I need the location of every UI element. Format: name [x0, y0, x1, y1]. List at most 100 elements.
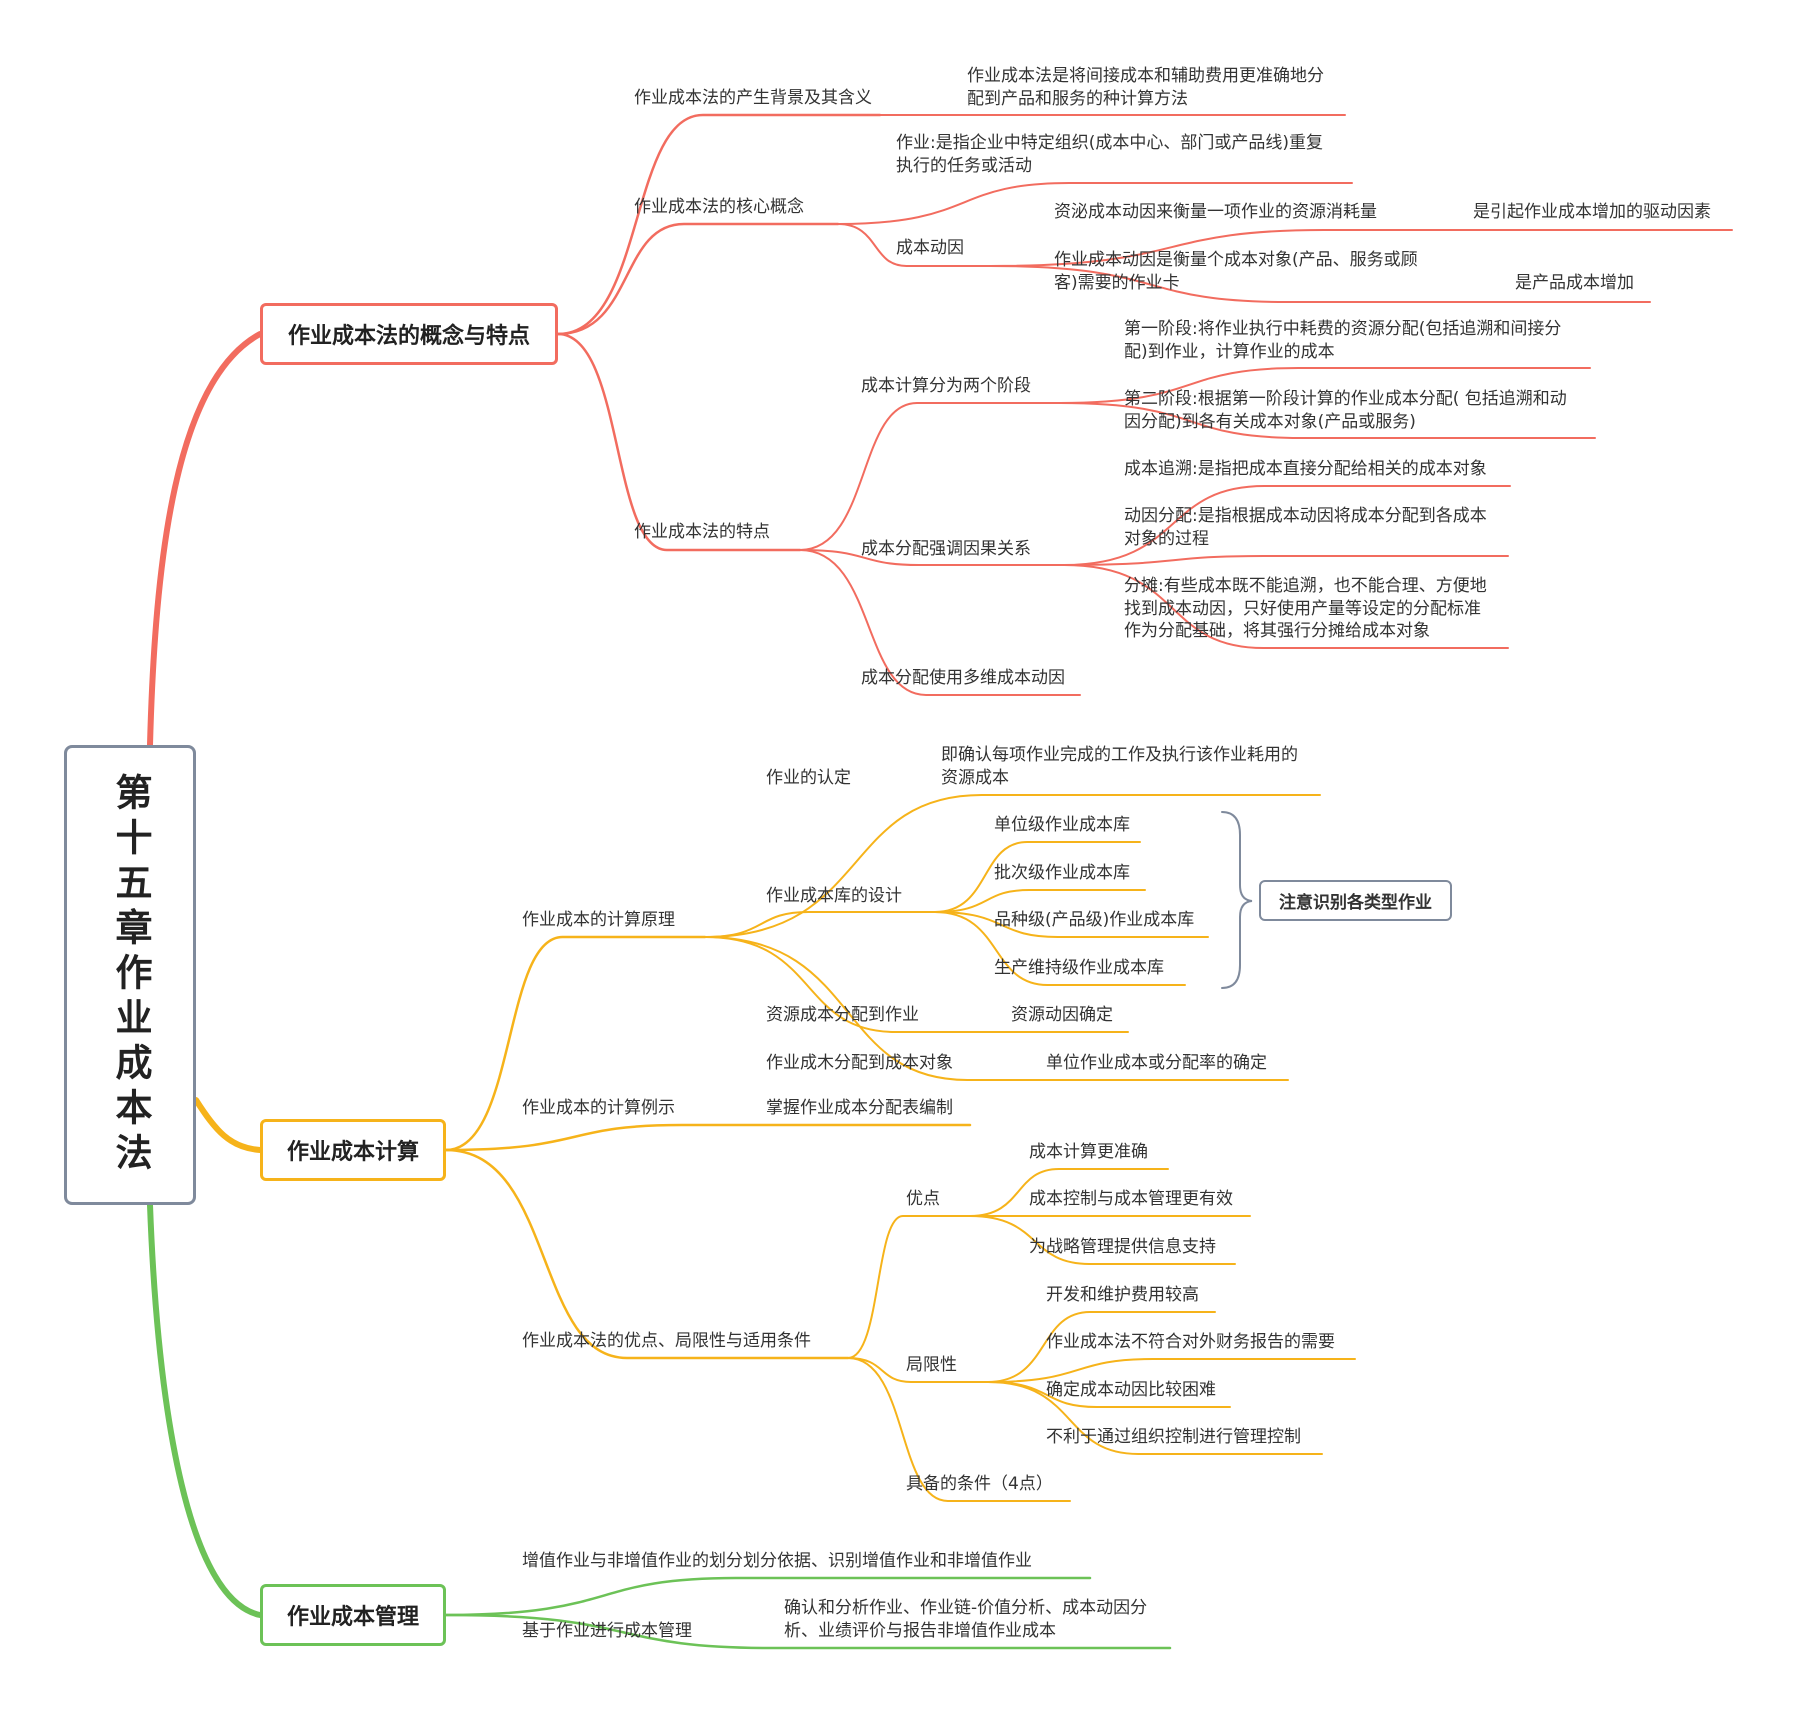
driver-allocation-line1: 动因分配:是指根据成本动因将成本分配到各成本	[1124, 506, 1487, 526]
conditions-label[interactable]: 具备的条件（4点）	[906, 1474, 1053, 1494]
to-lim-2	[987, 1358, 1356, 1383]
to-driver-alloc	[1063, 555, 1509, 566]
activity-driver-note: 是产品成本增加	[1515, 273, 1634, 293]
limitations-label[interactable]: 局限性	[906, 1355, 957, 1375]
root-topic-title: 第十五章作业成本法	[109, 772, 152, 1178]
activity-def-line2: 执行的任务或活动	[896, 156, 1032, 176]
to-activity-def	[837, 182, 1353, 225]
to-lim-4	[987, 1381, 1323, 1455]
limitation-4: 不利于通过组织控制进行管理控制	[1046, 1427, 1301, 1447]
to-resource-activity	[704, 936, 1129, 1033]
to-stage2	[1059, 402, 1596, 439]
tracing-text: 成本追溯:是指把成本直接分配给相关的成本对象	[1124, 459, 1487, 479]
cost-driver-label[interactable]: 成本动因	[896, 238, 964, 258]
advantage-1: 成本计算更准确	[1029, 1142, 1148, 1162]
stage1-line1: 第一阶段:将作业执行中耗费的资源分配(包括追溯和间接分	[1124, 319, 1562, 339]
resource-driver-note: 是引起作业成本增加的驱动因素	[1473, 202, 1711, 222]
to-stage1	[1059, 367, 1591, 404]
limitation-3: 确定成本动因比较困难	[1046, 1380, 1216, 1400]
activity-based-mgmt-branch[interactable]: 基于作业进行成本管理	[522, 1621, 692, 1641]
activity-to-object-label[interactable]: 作业成木分配到成本对象	[766, 1053, 953, 1073]
to-features	[556, 332, 802, 552]
pool-sustaining: 生产维持级作业成本库	[994, 958, 1164, 978]
topic-management[interactable]: 作业成本管理	[260, 1584, 446, 1646]
branch-core-concepts-label[interactable]: 作业成本法的核心概念	[634, 197, 804, 217]
topic-management-title: 作业成本管理	[286, 1605, 419, 1630]
advantage-2: 成本控制与成本管理更有效	[1029, 1189, 1233, 1209]
unit-rate-determine: 单位作业成本或分配率的确定	[1046, 1053, 1267, 1073]
branch-pros-cons-label[interactable]: 作业成本法的优点、局限性与适用条件	[522, 1331, 811, 1351]
to-causality	[799, 549, 1065, 566]
background-desc-line1: 作业成本法是将间接成本和辅助费用更准确地分	[967, 66, 1324, 86]
value-added-branch[interactable]: 增值作业与非增值作业的划分划分依据、识别增值作业和非增值作业	[522, 1551, 1032, 1571]
root-to-calc	[193, 1097, 263, 1153]
abm-desc-line2: 析、业绩评价与报告非增值作业成本	[784, 1621, 1056, 1641]
to-pool-product	[934, 911, 1209, 938]
apportion-line2: 找到成本动因，只好使用产量等设定的分配标准	[1124, 599, 1481, 619]
branch-features-label[interactable]: 作业成本法的特点	[634, 522, 770, 542]
to-lim-1	[987, 1311, 1216, 1383]
topic-calculation[interactable]: 作业成本计算	[260, 1119, 446, 1181]
to-pool-unit	[934, 841, 1141, 913]
activity-driver-line1: 作业成本动因是衡量个成本对象(产品、服务或顾	[1054, 250, 1418, 270]
causality-label[interactable]: 成本分配强调因果关系	[861, 539, 1031, 559]
note-identify-types[interactable]: 注意识别各类型作业	[1259, 880, 1452, 921]
to-apportion	[1063, 564, 1509, 649]
advantages-label[interactable]: 优点	[906, 1189, 940, 1209]
resource-to-activity-label[interactable]: 资源成本分配到作业	[766, 1005, 919, 1025]
root-to-concept	[147, 331, 263, 748]
to-identify	[704, 794, 1321, 938]
topic-concept-features[interactable]: 作业成本法的概念与特点	[260, 303, 558, 365]
apportion-line3: 作为分配基础，将其强行分摊给成本对象	[1124, 621, 1430, 641]
two-stages-label[interactable]: 成本计算分为两个阶段	[861, 376, 1031, 396]
to-pool-sustaining	[934, 911, 1186, 986]
topic-calculation-title: 作业成本计算	[286, 1140, 419, 1165]
abm-desc-line1: 确认和分析作业、作业链-价值分析、成本动因分	[784, 1598, 1148, 1618]
pool-product: 品种级(产品级)作业成本库	[994, 910, 1195, 930]
identify-desc-line1: 即确认每项作业完成的工作及执行该作业耗用的	[941, 745, 1298, 765]
to-abm	[444, 1613, 1172, 1650]
apportion-line1: 分摊:有些成本既不能追溯，也不能合理、方便地	[1124, 576, 1487, 596]
resource-driver-text: 资泌成本动因来衡量一项作业的资源消耗量	[1054, 202, 1377, 222]
to-two-stages	[799, 402, 1061, 551]
to-multi-driver	[799, 549, 1081, 696]
topic-concept-features-title: 作业成本法的概念与特点	[287, 324, 530, 349]
stage1-line2: 配)到作业，计算作业的成本	[1124, 342, 1335, 362]
to-core	[556, 222, 840, 336]
stage2-line2: 因分配)到各有关成本对象(产品或服务)	[1124, 412, 1416, 432]
to-principle	[444, 935, 707, 1152]
to-pros-cons	[444, 1148, 850, 1360]
multi-driver-label[interactable]: 成本分配使用多维成本动因	[861, 668, 1065, 688]
pool-design-label[interactable]: 作业成本库的设计	[766, 886, 902, 906]
resource-driver-determine: 资源动因确定	[1011, 1005, 1113, 1025]
to-tracing	[1063, 485, 1511, 566]
stage2-line1: 第二阶段:根据第一阶段计算的作业成本分配( 包括追溯和动	[1124, 389, 1567, 409]
advantage-3: 为战略管理提供信息支持	[1029, 1237, 1216, 1257]
to-adv-1	[969, 1168, 1169, 1217]
pool-unit: 单位级作业成本库	[994, 815, 1130, 835]
branch-background-label[interactable]: 作业成本法的产生背景及其含义	[634, 88, 872, 108]
root-topic[interactable]: 第十五章作业成本法	[64, 745, 196, 1205]
example-desc: 掌握作业成本分配表编制	[766, 1098, 953, 1118]
activity-driver-line2: 客)需要的作业卡	[1054, 273, 1180, 293]
to-adv-3	[969, 1215, 1236, 1265]
background-desc-line2: 配到产品和服务的种计算方法	[967, 89, 1188, 109]
to-pool-batch	[934, 889, 1146, 913]
to-advantages	[847, 1215, 971, 1359]
identify-label[interactable]: 作业的认定	[766, 768, 851, 788]
to-background	[556, 113, 882, 336]
to-conditions	[847, 1357, 1071, 1502]
driver-allocation-line2: 对象的过程	[1124, 529, 1209, 549]
to-example	[444, 1123, 972, 1152]
pool-batch: 批次级作业成本库	[994, 863, 1130, 883]
to-pool-design	[704, 911, 936, 938]
note-identify-types-text: 注意识别各类型作业	[1279, 893, 1432, 913]
branch-example-label[interactable]: 作业成本的计算例示	[522, 1098, 675, 1118]
to-activity-driver	[989, 265, 1651, 303]
to-resource-driver	[989, 229, 1733, 267]
branch-principle-label[interactable]: 作业成本的计算原理	[522, 910, 675, 930]
identify-desc-line2: 资源成本	[941, 768, 1009, 788]
to-driver	[837, 223, 991, 267]
